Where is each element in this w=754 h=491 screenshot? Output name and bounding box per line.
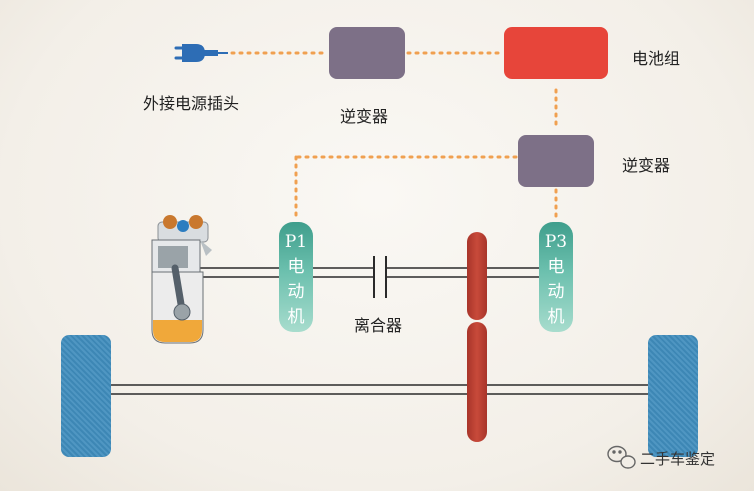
watermark-text: 二手车鉴定 <box>640 450 716 468</box>
inverter-top-label: 逆变器 <box>340 107 389 126</box>
wechat-icon <box>607 445 636 469</box>
p3-motor: P3 电 动 机 <box>539 222 573 332</box>
gear-lower <box>467 322 487 442</box>
wheel-right <box>648 335 698 457</box>
p1-motor: P1 电 动 机 <box>279 222 313 332</box>
inverter-right-label: 逆变器 <box>622 156 671 175</box>
plug-label: 外接电源插头 <box>143 94 240 113</box>
p1-motor-name: P1 <box>284 232 308 252</box>
gear-upper <box>467 232 487 320</box>
wheel-left <box>61 335 111 457</box>
battery-box <box>504 27 608 79</box>
p3-motor-name: P3 <box>544 232 568 252</box>
clutch-label: 离合器 <box>354 316 403 335</box>
inverter-right-box <box>518 135 594 187</box>
engine-icon <box>151 215 212 344</box>
battery-label: 电池组 <box>632 49 681 68</box>
plug-icon <box>174 44 228 62</box>
inverter-top-box <box>329 27 405 79</box>
